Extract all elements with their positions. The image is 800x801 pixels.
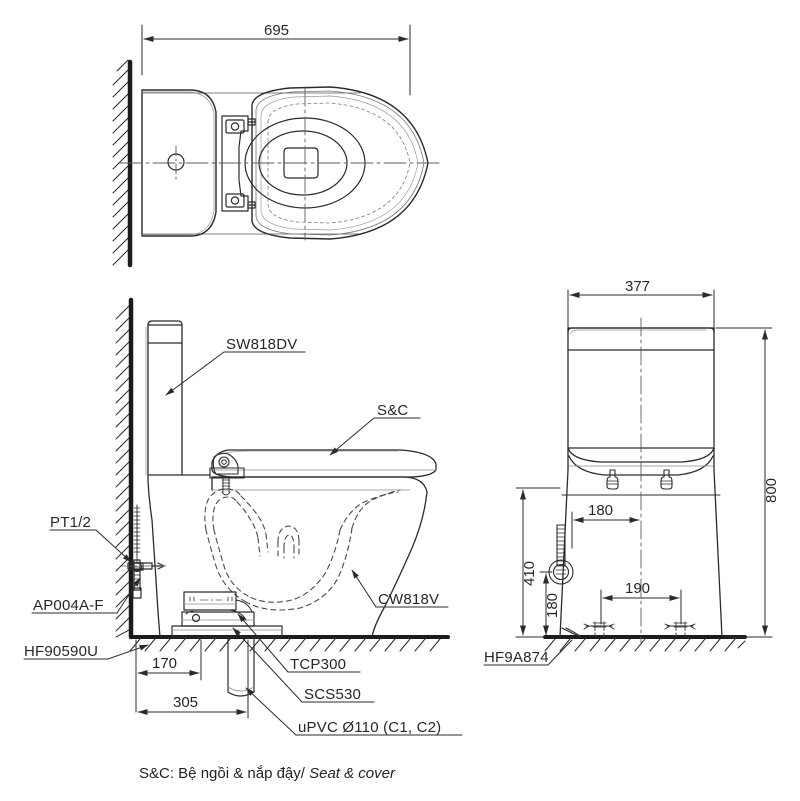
- dimension-410: 410: [521, 560, 538, 586]
- callout-pt12: PT1/2: [50, 514, 92, 531]
- callout-sc: S&C: [377, 402, 409, 419]
- dimension-377: 377: [625, 278, 651, 295]
- dimension-695: 695: [264, 22, 290, 39]
- callout-scs530: SCS530: [304, 686, 362, 703]
- callout-hf90590u: HF90590U: [24, 643, 99, 660]
- callout-sw818dv: SW818DV: [226, 336, 298, 353]
- callout-ap004af: AP004A-F: [33, 597, 104, 614]
- dimension-800: 800: [763, 477, 780, 503]
- side-elevation-view: [23, 297, 463, 736]
- top-plan-view: [112, 24, 444, 268]
- drawing-caption: S&C: Bệ ngồi & nắp đậy/ Seat & cover: [139, 765, 395, 782]
- callout-upvc: uPVC Ø110 (C1, C2): [298, 719, 442, 736]
- caption-vietnamese: S&C: Bệ ngồi & nắp đậy/: [139, 765, 310, 782]
- dimension-180-top: 180: [588, 502, 614, 519]
- front-elevation-view: [483, 289, 773, 666]
- caption-english: Seat & cover: [309, 765, 395, 782]
- callout-hf9a874: HF9A874: [484, 649, 549, 666]
- dimension-305: 305: [173, 694, 199, 711]
- callout-tcp300: TCP300: [290, 656, 347, 673]
- dimension-190: 190: [625, 580, 651, 597]
- dimension-170: 170: [152, 655, 178, 672]
- callout-cw818v: CW818V: [378, 591, 440, 608]
- dimension-180-left: 180: [544, 592, 561, 618]
